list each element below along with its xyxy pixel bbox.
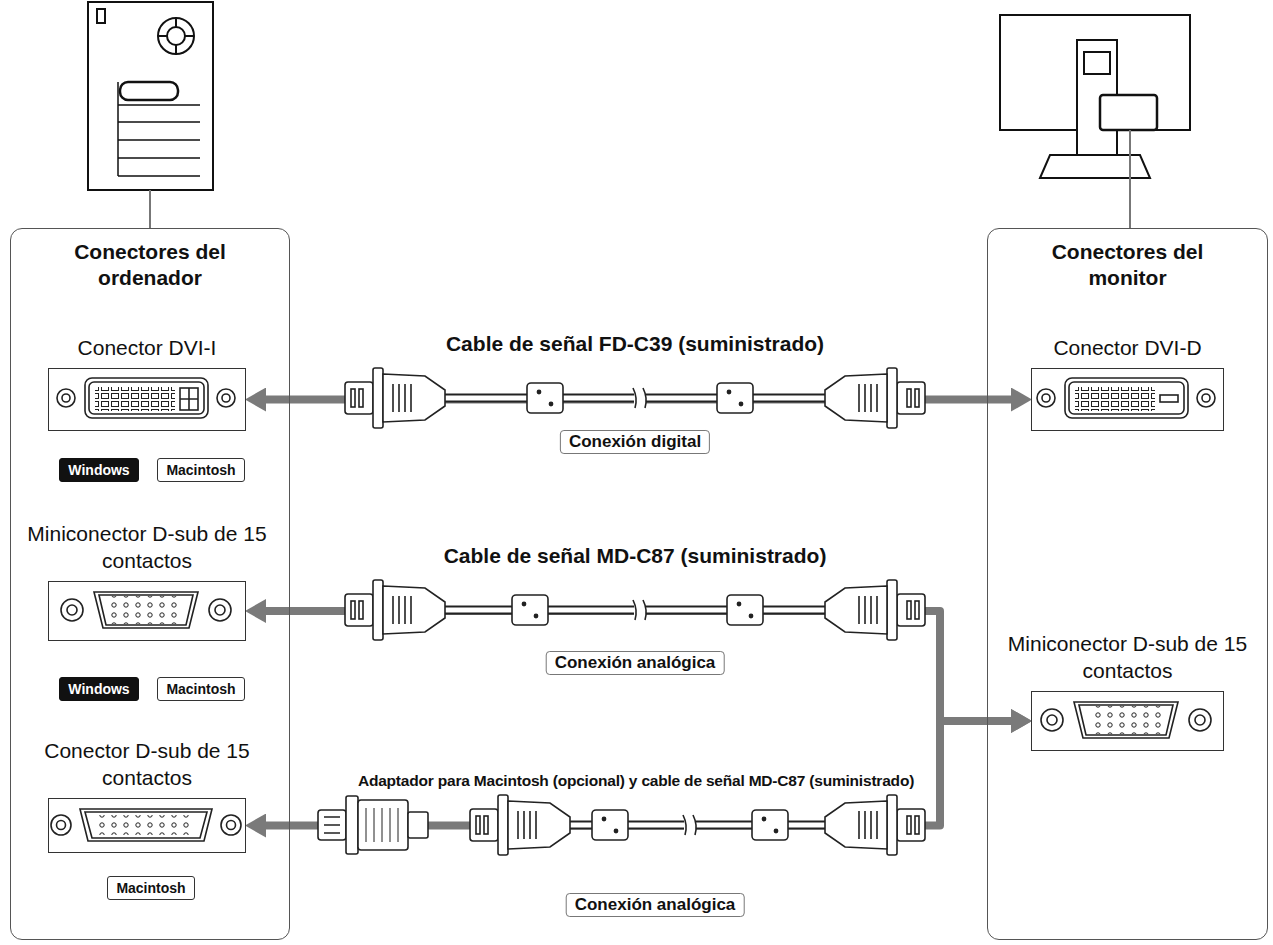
os-badge: Macintosh [107, 876, 195, 900]
connection-type: Conexión analógica [546, 651, 725, 675]
connector-port: Miniconector D-sub de 15 contactos [48, 581, 246, 641]
connector-port: Conector DVI-I [48, 368, 246, 431]
connector-symbols [51, 378, 1215, 841]
connector-panel: Conectores del ordenadorConector DVI-I Wi… [10, 228, 290, 940]
connector-name: Conector DVI-I [11, 334, 283, 361]
dvi-cable [345, 368, 925, 428]
os-name: Macintosh [166, 679, 235, 699]
os-name: Windows [68, 679, 129, 699]
computer-illustration [88, 2, 213, 190]
connector-name: Conector D-sub de 15 contactos [11, 737, 283, 791]
cable-arrow [256, 611, 1021, 721]
os-name: Windows [68, 460, 129, 480]
connection-type: Conexión analógica [566, 893, 745, 917]
connection-type: Conexión digital [560, 430, 710, 454]
connector-port: Conector D-sub de 15 contactos [48, 798, 246, 853]
connector-name: Miniconector D-sub de 15 contactos [11, 520, 283, 574]
os-badge: Macintosh [157, 677, 245, 701]
connector-port: Miniconector D-sub de 15 contactos [1031, 691, 1224, 751]
cable-name: Cable de señal MD-C87 (suministrado) [441, 543, 830, 568]
os-name: Macintosh [116, 878, 185, 898]
os-name: Macintosh [166, 460, 235, 480]
os-badge: Macintosh [157, 458, 245, 482]
connector-name: Conector DVI-D [992, 334, 1264, 361]
monitor-illustration [1000, 15, 1190, 178]
adapter-cable [318, 795, 925, 855]
cable-name: Cable de señal FD-C39 (suministrado) [443, 331, 827, 356]
os-badge: Windows [59, 677, 139, 701]
vga-cable [345, 580, 925, 640]
connector-port: Conector DVI-D [1031, 368, 1224, 431]
connector-name: Miniconector D-sub de 15 contactos [992, 630, 1264, 684]
cable-name: Adaptador para Macintosh (opcional) y ca… [355, 771, 917, 790]
os-badge: Windows [59, 458, 139, 482]
connector-panel: Conectores del monitorConector DVI-D Mini… [987, 228, 1268, 940]
panel-title: Conectores del ordenador [50, 239, 250, 291]
panel-title: Conectores del monitor [1028, 239, 1228, 291]
mac-adapter [318, 796, 428, 854]
